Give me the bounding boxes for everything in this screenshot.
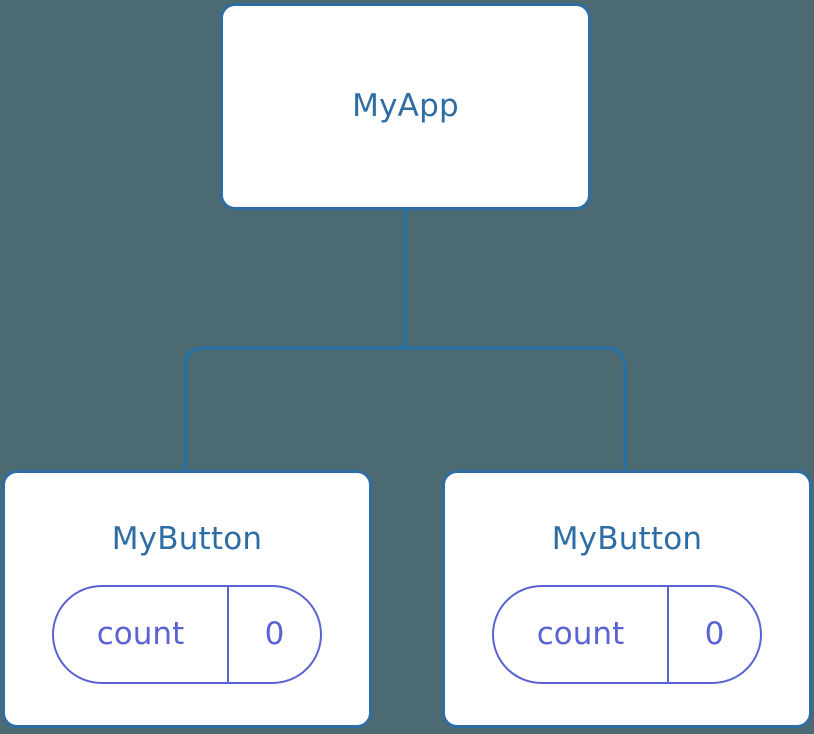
state-value: 0 xyxy=(667,587,760,682)
node-label: MyButton xyxy=(111,521,263,557)
state-key: count xyxy=(96,616,185,652)
state-pill-count[interactable]: count 0 xyxy=(492,585,762,684)
node-label: MyApp xyxy=(352,88,459,124)
edge-to-child-left xyxy=(183,346,405,472)
node-mybutton-2[interactable]: MyButton count 0 xyxy=(442,470,812,728)
state-key: count xyxy=(536,616,625,652)
state-pill-count[interactable]: count 0 xyxy=(52,585,322,684)
state-value: 0 xyxy=(227,587,320,682)
node-myapp[interactable]: MyApp xyxy=(220,3,591,210)
edge-to-child-right xyxy=(405,346,627,472)
node-mybutton-1[interactable]: MyButton count 0 xyxy=(2,470,372,728)
node-label: MyButton xyxy=(551,521,703,557)
